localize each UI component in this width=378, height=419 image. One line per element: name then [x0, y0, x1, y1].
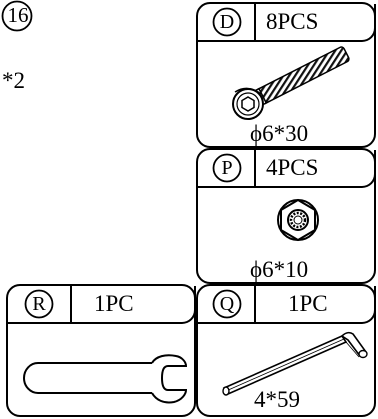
part-card-d: D 8PCS ϕ6*30 [196, 2, 376, 148]
part-quantity: 8PCS [266, 9, 319, 34]
part-letter-badge: R [24, 289, 54, 319]
part-size: ϕ6*10 [250, 257, 309, 282]
allen-key-icon [222, 331, 368, 396]
part-letter-badge: D [212, 7, 242, 37]
step-number-badge: 16 [0, 0, 36, 36]
hex-socket-screw-icon [232, 46, 350, 120]
part-size: 4*59 [254, 387, 300, 412]
part-letter: P [221, 157, 233, 179]
part-letter: D [219, 11, 235, 33]
step-number: 16 [7, 3, 29, 27]
part-letter-badge: P [212, 153, 242, 183]
part-quantity: 1PC [288, 291, 328, 316]
part-size: ϕ6*30 [250, 121, 309, 146]
part-card-p: P 4PCS ϕ6*10 [196, 148, 376, 284]
part-card-q: Q 1PC 4*59 [196, 284, 376, 417]
part-card-r: R 1PC [6, 284, 196, 417]
part-letter: Q [219, 293, 235, 315]
part-letter: R [32, 293, 46, 315]
wrench-icon [23, 354, 188, 404]
part-quantity: 1PC [94, 291, 134, 316]
part-quantity: 4PCS [266, 155, 319, 180]
step-multiplier: *2 [2, 68, 25, 93]
flange-nut-icon [277, 198, 319, 242]
part-letter-badge: Q [212, 289, 242, 319]
